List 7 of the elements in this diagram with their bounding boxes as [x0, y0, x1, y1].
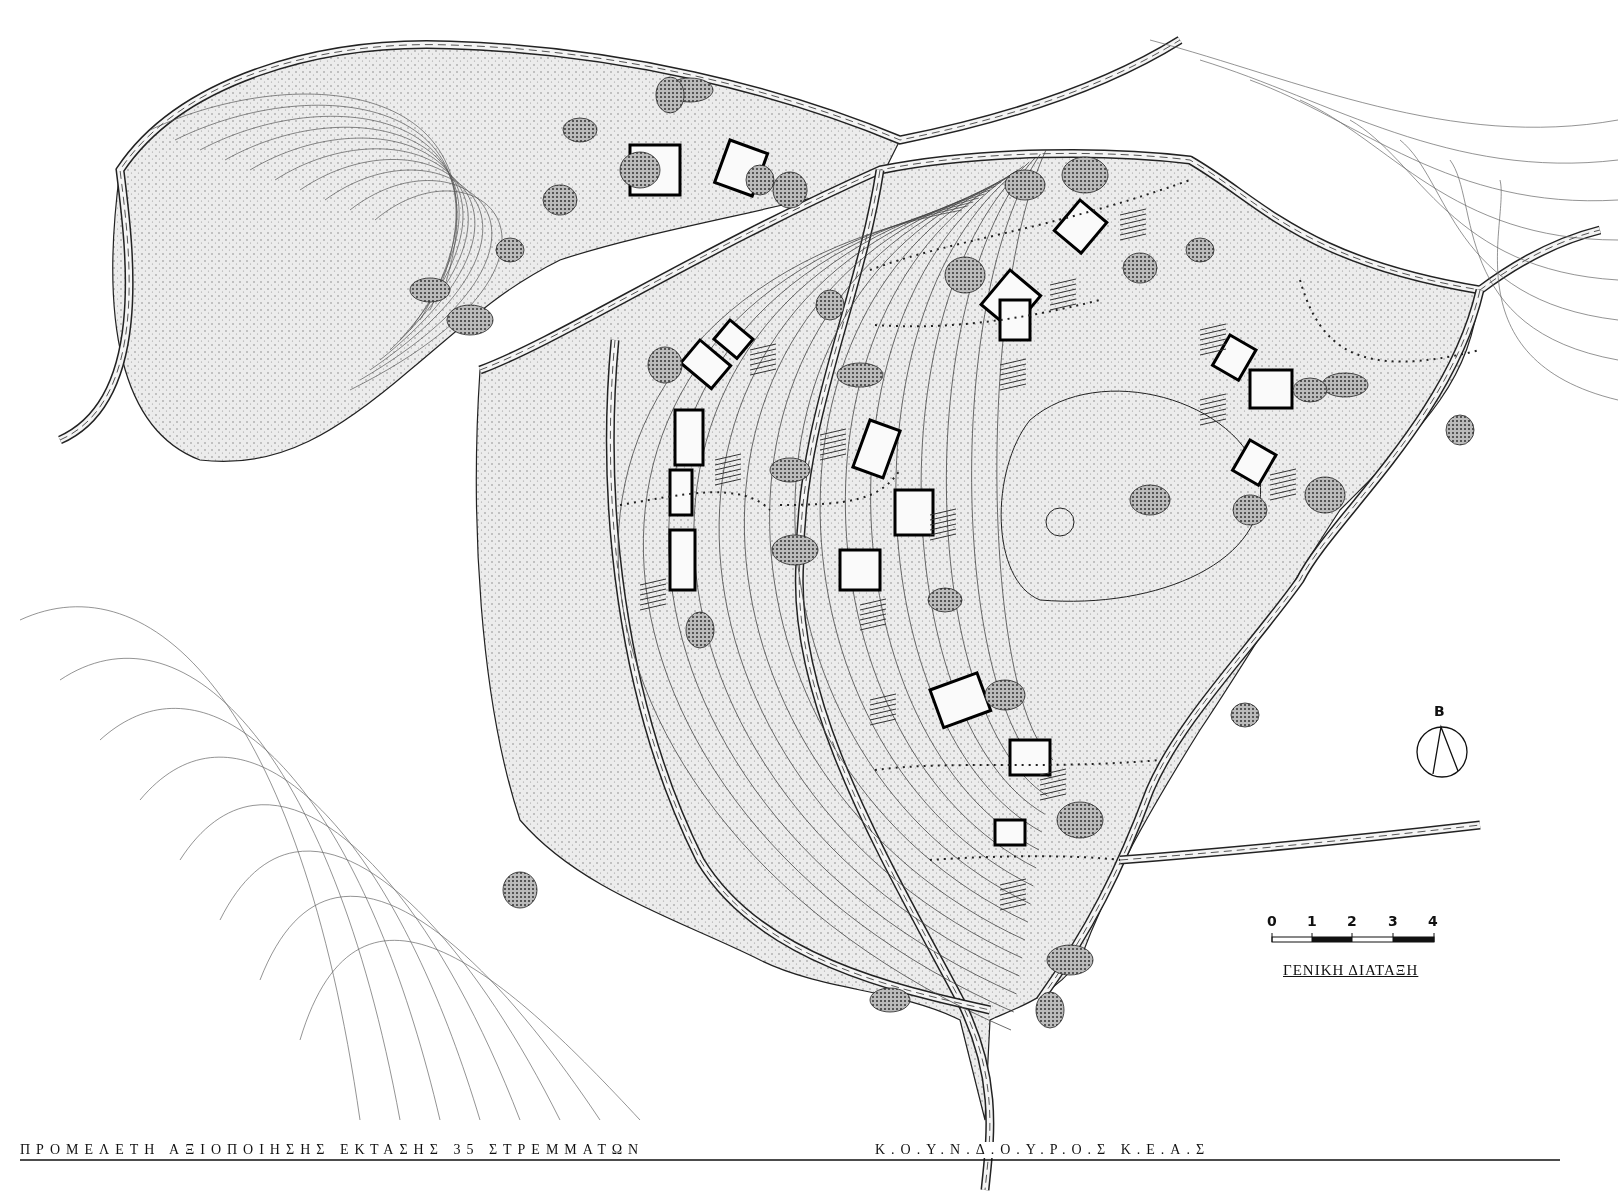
drawing-title: ΓΕΝΙΚΗ ΔΙΑΤΑΞΗ: [1283, 962, 1419, 979]
scale-number: 0: [1267, 913, 1277, 929]
scale-number: 3: [1388, 913, 1398, 929]
scale-number: 1: [1307, 913, 1317, 929]
north-label: Β: [1434, 703, 1445, 719]
scale-number: 4: [1428, 913, 1438, 929]
scale-number: 2: [1347, 913, 1357, 929]
